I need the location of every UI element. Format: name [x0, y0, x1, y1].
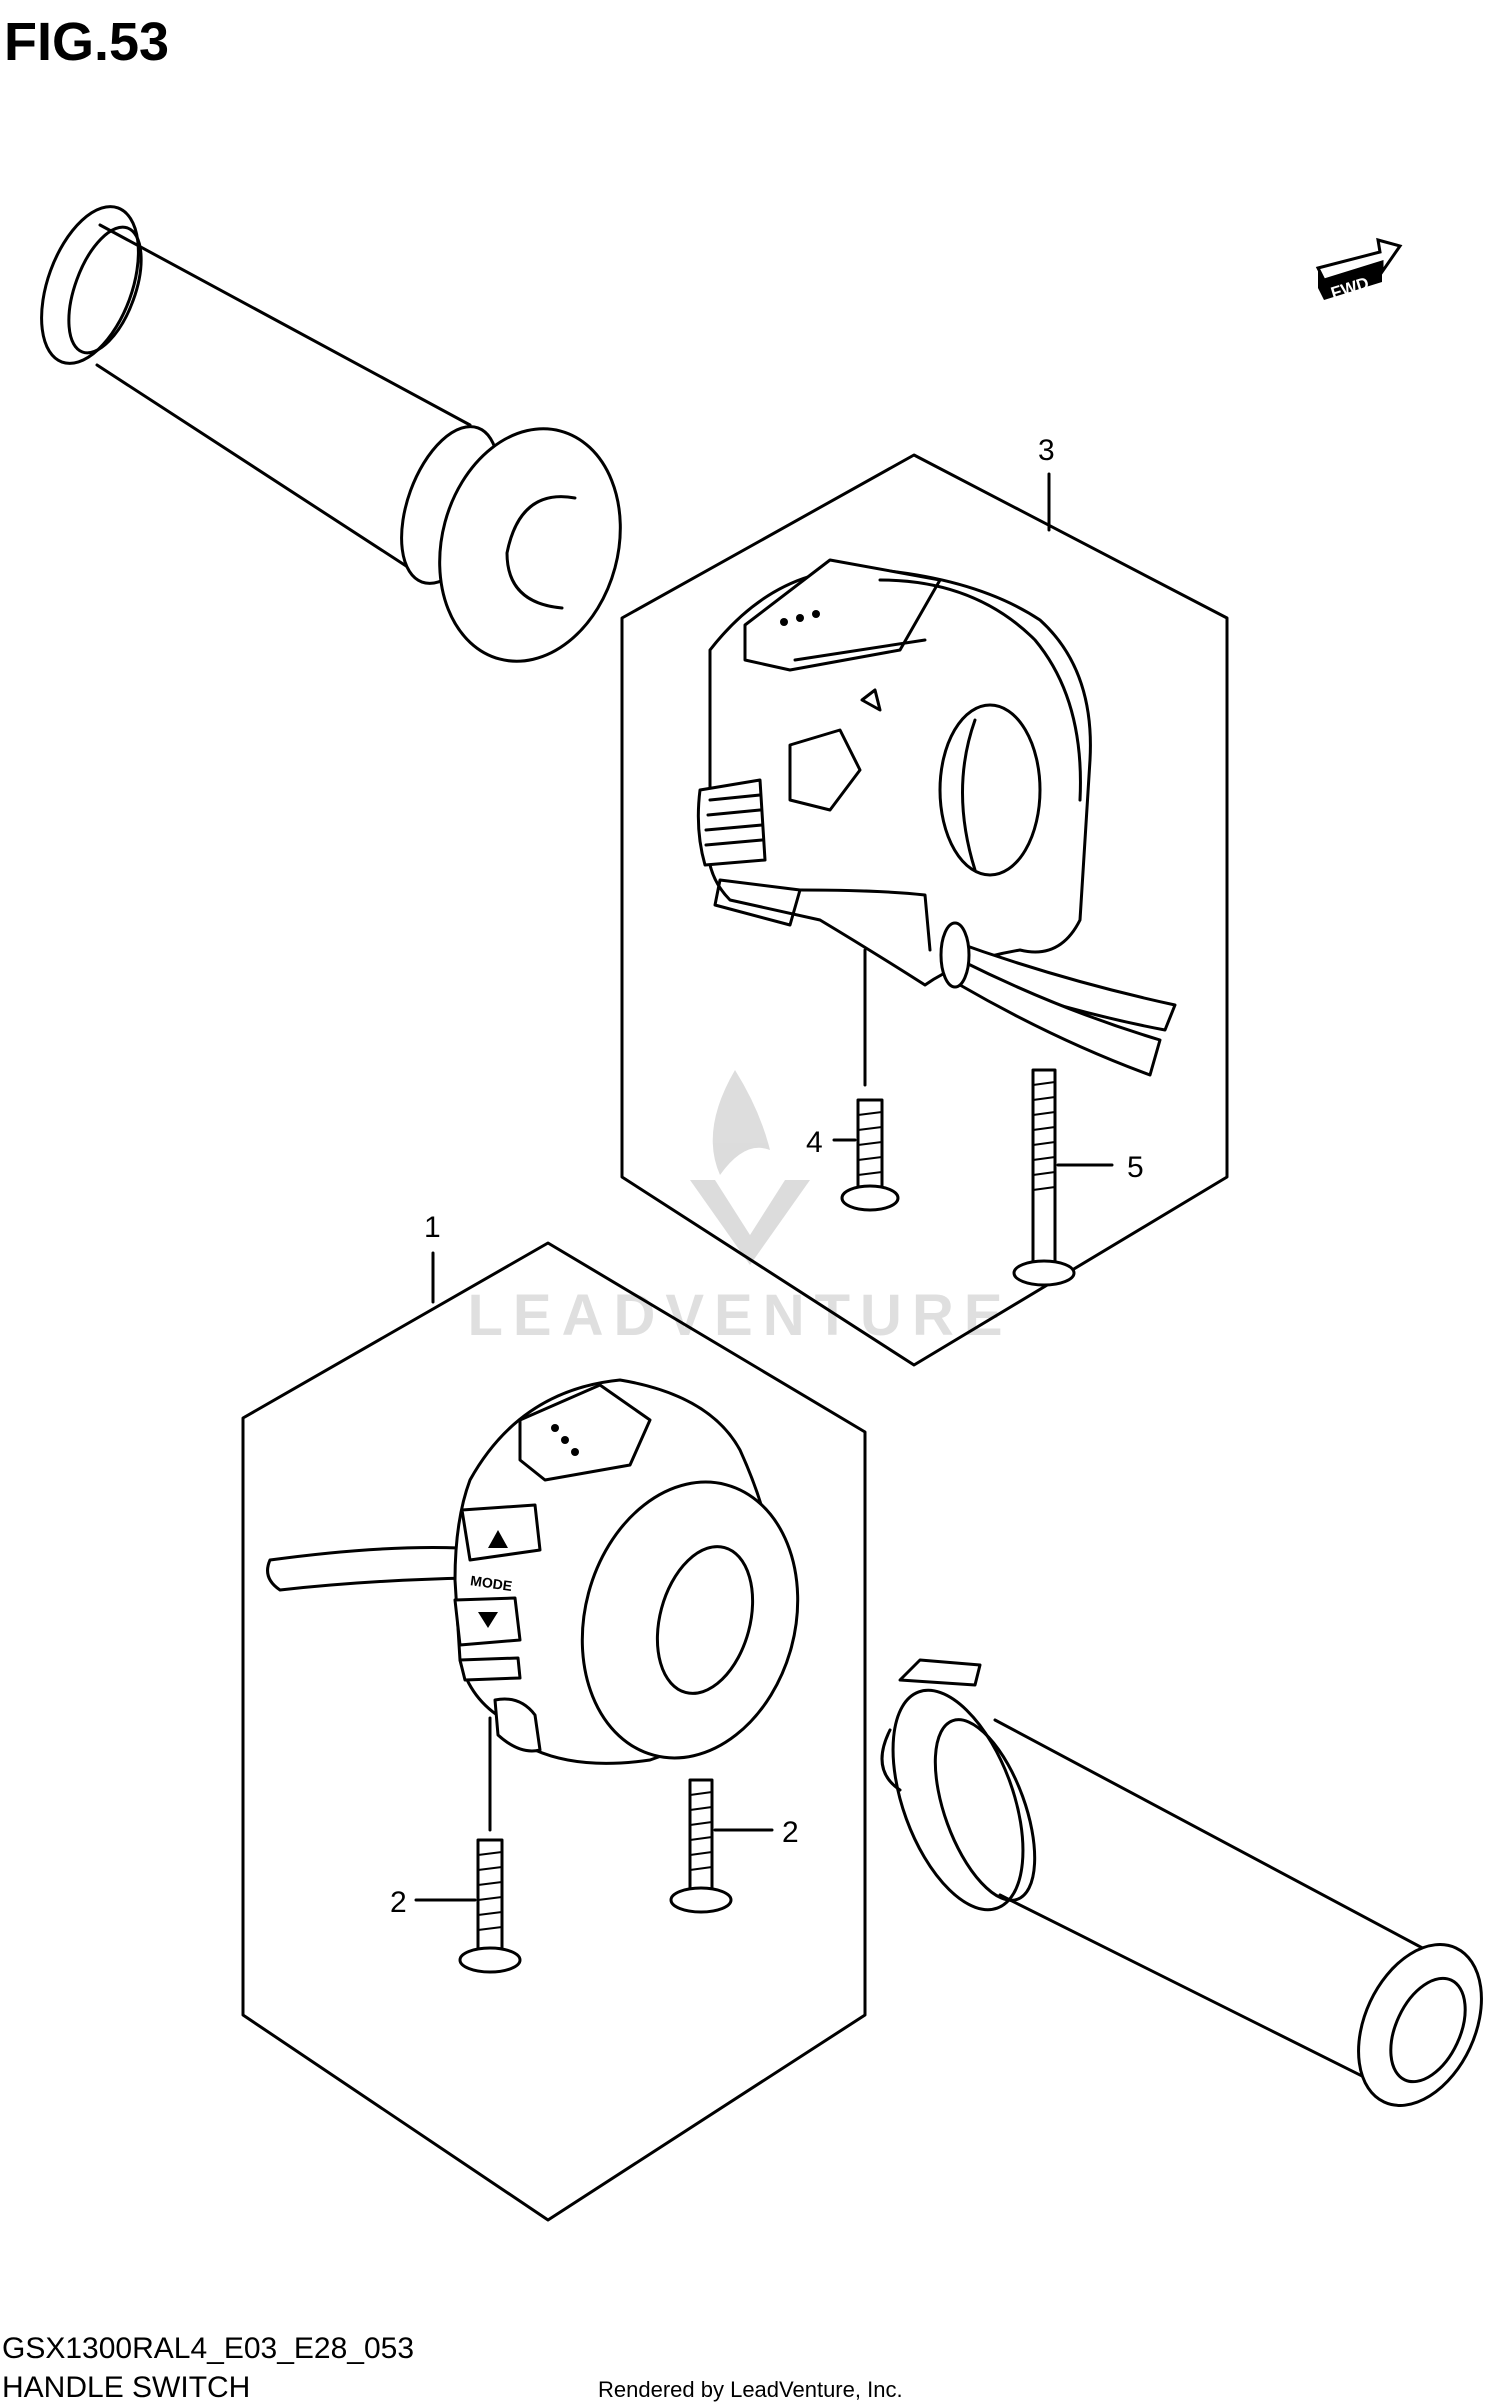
left-grip: [40, 205, 622, 663]
screw-2-left: [458, 1838, 522, 1974]
right-grip: [880, 1658, 1483, 2107]
assembly-1-outline: [241, 1241, 867, 2222]
assembly-3-outline: [620, 453, 1229, 1367]
diagram-code: GSX1300RAL4_E03_E28_053: [2, 2332, 414, 2365]
watermark-text: LEADVENTURE: [467, 1283, 1012, 1348]
render-credit: Rendered by LeadVenture, Inc.: [598, 2377, 903, 2402]
mode-label: MODE: [469, 1572, 513, 1594]
callout-4: 4: [806, 1126, 823, 1159]
screw-5: [1012, 1068, 1076, 1287]
fwd-arrow-icon: FWD: [1315, 237, 1403, 303]
diagram-name: HANDLE SWITCH: [2, 2371, 250, 2404]
right-handle-switch: [696, 558, 1177, 1077]
screw-2-right: [669, 1778, 733, 1914]
figure-title: FIG.53: [4, 12, 169, 72]
screw-4: [840, 1098, 900, 1212]
callout-2-right: 2: [782, 1816, 799, 1849]
leadventure-watermark: LEADVENTURE: [467, 1070, 1012, 1348]
callout-2-left: 2: [390, 1886, 407, 1919]
left-handle-switch: MODE: [266, 1378, 800, 1765]
callout-5: 5: [1127, 1151, 1144, 1184]
callout-1: 1: [424, 1211, 441, 1244]
callout-3: 3: [1038, 434, 1055, 467]
